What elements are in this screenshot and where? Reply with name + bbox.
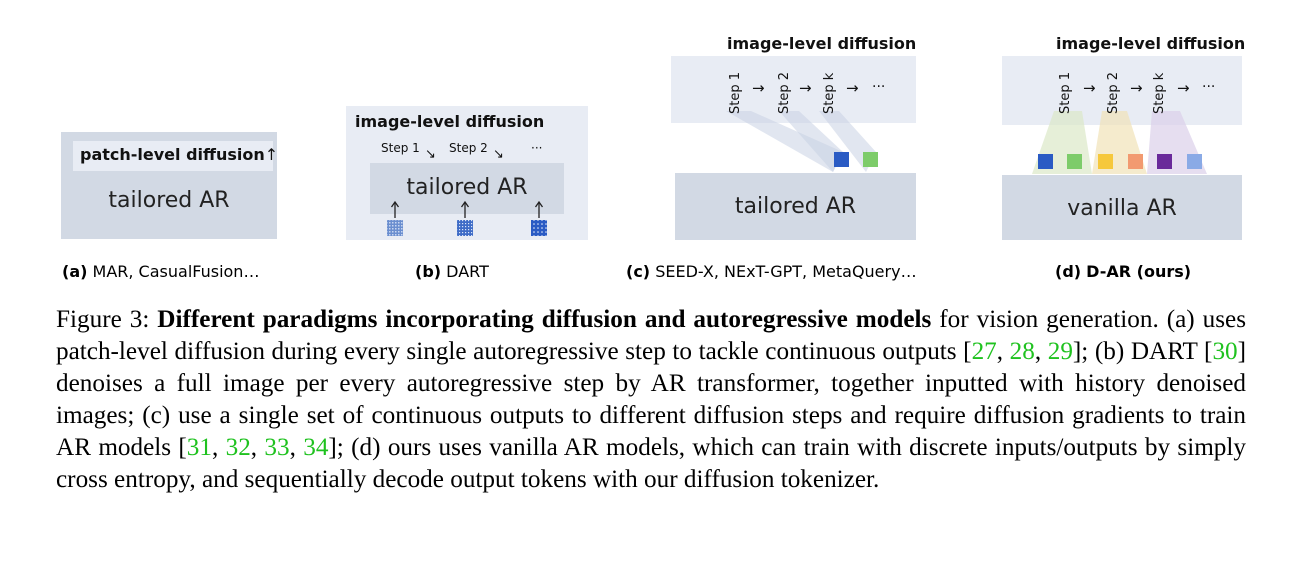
- right-arrow-icon: →: [846, 79, 859, 97]
- up-arrow-icon: [390, 200, 400, 218]
- panel-c-step1: Step 1: [728, 71, 743, 114]
- panel-c-ellipsis: ···: [872, 79, 886, 95]
- panel-d-title: image-level diffusion: [1056, 34, 1246, 53]
- down-right-arrow-icon: ↘: [493, 147, 504, 162]
- up-arrow-icon: [534, 200, 544, 218]
- right-arrow-icon: →: [799, 79, 812, 97]
- citation-link[interactable]: 33: [264, 434, 290, 461]
- panel-c-ar-block: [675, 173, 916, 240]
- panel-b-step2: Step 2: [449, 141, 488, 155]
- panel-c-ar-label: tailored AR: [734, 194, 857, 219]
- panel-b-ar-label: tailored AR: [406, 175, 528, 200]
- panel-c-title: image-level diffusion: [727, 34, 917, 53]
- citation-link[interactable]: 29: [1047, 338, 1073, 365]
- panel-d-step1: Step 1: [1058, 71, 1073, 114]
- noisy-image-2: [457, 220, 473, 236]
- panel-d-ar-label: vanilla AR: [1067, 196, 1177, 221]
- citation-link[interactable]: 27: [971, 338, 997, 365]
- right-arrow-icon: →: [1130, 79, 1143, 97]
- figure-bold-title: Different paradigms incorporating diffus…: [157, 306, 932, 333]
- up-arrow-icon: [460, 200, 470, 218]
- panel-c-step2: Step 2: [777, 71, 792, 114]
- up-arrow-icon: ↑: [264, 145, 279, 164]
- right-arrow-icon: →: [1177, 79, 1190, 97]
- panel-d-stepk: Step k: [1152, 72, 1167, 114]
- right-arrow-icon: →: [752, 79, 765, 97]
- panel-c-projections: [726, 111, 876, 172]
- token-blue: [834, 152, 849, 167]
- panel-c-stepk: Step k: [822, 72, 837, 114]
- token-green: [1067, 154, 1082, 169]
- panel-b-ellipsis: ···: [531, 141, 543, 155]
- panel-d-ar-block: [1002, 175, 1242, 240]
- noisy-image-3: [531, 220, 547, 236]
- panel-b-inputs: [387, 200, 547, 236]
- noisy-image-1: [387, 220, 403, 236]
- citation-link[interactable]: 32: [225, 434, 251, 461]
- panel-a-caption: (a) MAR, CasualFusion…: [62, 262, 260, 281]
- token-yellow: [1098, 154, 1113, 169]
- right-arrow-icon: →: [1083, 79, 1096, 97]
- panel-b-title: image-level diffusion: [355, 112, 545, 131]
- panel-a-ar-label: tailored AR: [108, 188, 230, 213]
- token-orange: [1128, 154, 1143, 169]
- citation-link[interactable]: 28: [1009, 338, 1035, 365]
- panel-b-caption: (b) DART: [415, 262, 489, 281]
- panel-c-caption: (c) SEED-X, NExT-GPT, MetaQuery…: [626, 262, 917, 281]
- down-right-arrow-icon: ↘: [425, 147, 436, 162]
- panel-d-ellipsis: ···: [1202, 79, 1216, 95]
- token-purple: [1157, 154, 1172, 169]
- figure-label: Figure 3:: [56, 306, 150, 333]
- token-green: [863, 152, 878, 167]
- citation-link[interactable]: 34: [303, 434, 329, 461]
- panel-d-caption: (d) D-AR (ours): [1055, 262, 1192, 281]
- citation-link[interactable]: 30: [1212, 338, 1238, 365]
- token-blue: [1038, 154, 1053, 169]
- panel-b-step1: Step 1: [381, 141, 420, 155]
- token-lightblue: [1187, 154, 1202, 169]
- panel-a-patch-diffusion-label: patch-level diffusion↑: [80, 145, 279, 164]
- figure-caption: Figure 3: Different paradigms incorporat…: [56, 306, 1247, 493]
- panel-d-step2: Step 2: [1106, 71, 1121, 114]
- panel-a-patch-diffusion-box: [73, 141, 273, 171]
- citation-link[interactable]: 31: [186, 434, 212, 461]
